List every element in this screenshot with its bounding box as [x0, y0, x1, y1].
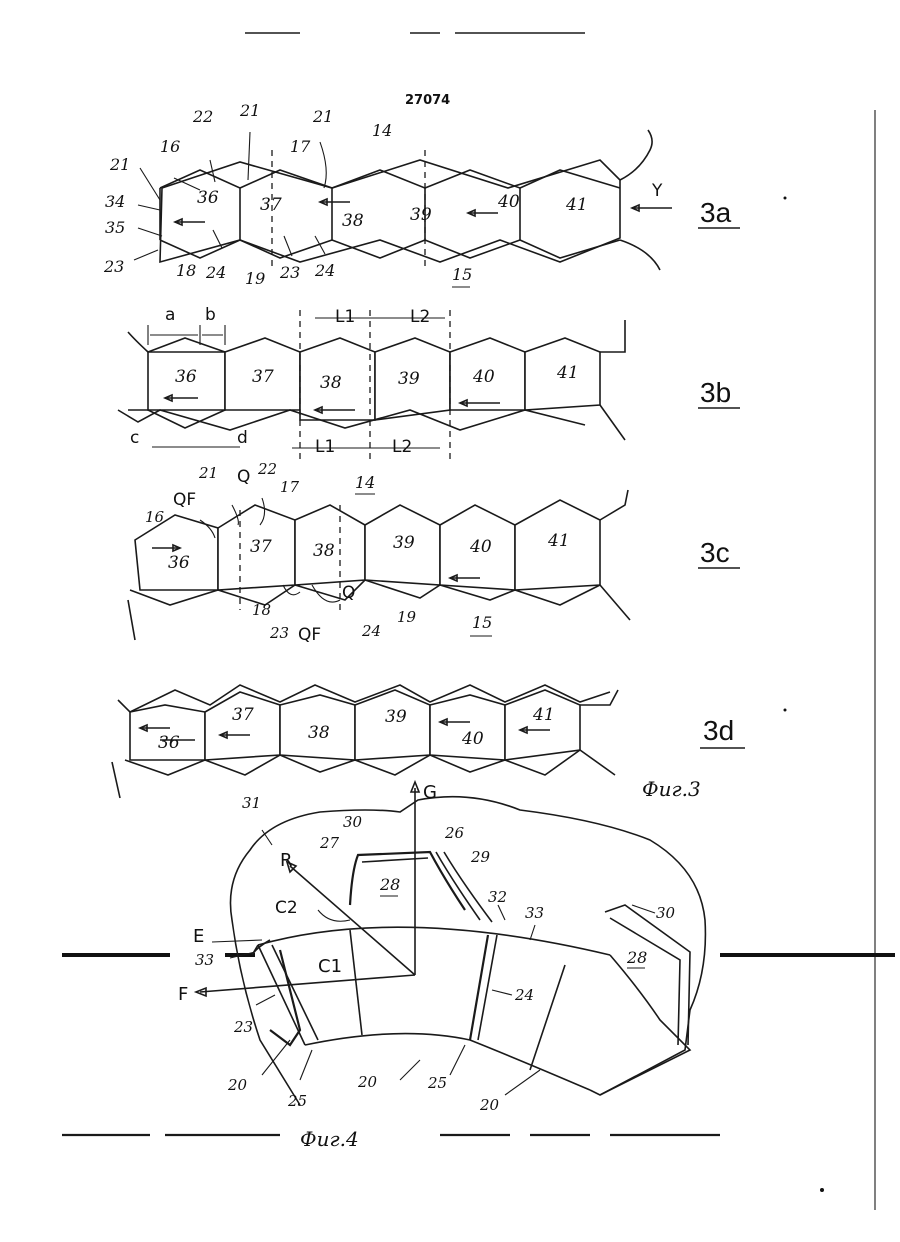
figure-4	[62, 782, 895, 1135]
block-label: 39	[393, 533, 415, 553]
ref-numeral: 23	[279, 263, 300, 282]
ref-numeral: 21	[312, 107, 333, 126]
ref-label: QF	[173, 490, 196, 510]
ref-numeral: 25	[427, 1074, 447, 1092]
block-label: 38	[342, 211, 364, 231]
axis-label-G: G	[423, 782, 437, 803]
dimension-label: L2	[410, 307, 430, 327]
block-label: 36	[168, 553, 190, 573]
ref-label: QF	[298, 625, 321, 645]
ref-numeral: 19	[245, 269, 265, 288]
block-label: 40	[461, 729, 484, 749]
ref-numeral: 17	[280, 478, 300, 496]
block-label: 37	[252, 367, 274, 387]
ref-numeral: 15	[452, 265, 472, 284]
ref-numeral: 24	[314, 261, 335, 280]
block-label: 39	[398, 369, 420, 389]
dimension-label: a	[165, 305, 175, 325]
ref-numeral: 26	[444, 824, 465, 842]
block-label: 41	[547, 531, 570, 551]
ref-numeral: 28	[379, 875, 400, 894]
figure-label-3b: 3b	[700, 377, 731, 408]
block-label: 41	[532, 705, 555, 725]
block-label: 38	[313, 541, 335, 561]
block-label: 37	[232, 705, 254, 725]
axis-label-R: R	[280, 850, 293, 871]
ref-numeral: 16	[160, 137, 180, 156]
figure-label-3c: 3c	[700, 537, 730, 568]
ref-numeral: 29	[470, 848, 491, 866]
direction-label: Y	[651, 181, 663, 201]
ref-numeral: 33	[525, 904, 544, 922]
dimension-label: L1	[315, 437, 335, 457]
dimension-label: b	[205, 305, 216, 325]
ref-numeral: 21	[109, 155, 130, 174]
block-label: 36	[197, 188, 219, 208]
ref-numeral: 27	[319, 834, 340, 852]
ref-numeral: 23	[269, 624, 289, 642]
ref-numeral: 20	[357, 1073, 378, 1091]
ref-numeral: 23	[233, 1018, 253, 1036]
ref-numeral: 23	[103, 257, 124, 276]
block-label: 38	[320, 373, 342, 393]
ref-numeral: 21	[198, 464, 218, 482]
block-label: 41	[565, 195, 588, 215]
ref-numeral: 34	[105, 192, 125, 211]
block-label: 40	[472, 367, 495, 387]
block-label: 41	[556, 363, 579, 383]
figure-caption-4: Фиг.4	[300, 1127, 359, 1151]
figure-4-labels: G 31 30 27 26 29 R 28 C2 32 33 30 E C1 2…	[178, 782, 676, 1151]
block-label: 37	[260, 195, 282, 215]
ref-numeral: 25	[287, 1092, 307, 1110]
ref-numeral: 33	[195, 951, 214, 969]
ref-numeral: 28	[626, 948, 647, 967]
ref-numeral: 30	[343, 813, 363, 831]
ref-numeral: 24	[205, 263, 226, 282]
ref-numeral: 14	[372, 121, 392, 140]
ref-numeral: 24	[361, 622, 381, 640]
ref-numeral: 20	[227, 1076, 248, 1094]
sheet-number: 27074	[405, 93, 450, 108]
ref-numeral: 22	[257, 460, 277, 478]
block-label: 36	[175, 367, 197, 387]
ref-numeral: 24	[514, 986, 534, 1004]
ref-numeral: 22	[192, 107, 213, 126]
dimension-label: d	[237, 428, 248, 448]
ref-numeral: 19	[397, 608, 417, 626]
ref-numeral: 14	[355, 473, 375, 492]
ref-numeral: 20	[479, 1096, 500, 1114]
ref-label: Q	[342, 583, 355, 603]
dimension-label: L2	[392, 437, 412, 457]
ref-label: E	[193, 926, 204, 947]
ref-numeral: 18	[176, 261, 196, 280]
block-label: 37	[250, 537, 272, 557]
ref-numeral: 21	[239, 101, 260, 120]
block-label: 38	[308, 723, 330, 743]
dimension-label: c	[130, 428, 139, 448]
ref-label: C2	[275, 898, 298, 918]
figure-3c	[128, 490, 630, 640]
ref-numeral: 17	[290, 137, 311, 156]
block-label: 40	[497, 192, 520, 212]
block-label: 40	[469, 537, 492, 557]
figure-label-3d: 3d	[703, 715, 734, 746]
ref-numeral: 31	[242, 794, 261, 812]
ref-numeral: 16	[145, 508, 165, 526]
figure-caption-3: Фиг.3	[642, 777, 701, 801]
ref-label: Q	[237, 467, 250, 487]
figure-label-3a: 3a	[700, 197, 732, 228]
ref-numeral: 15	[472, 613, 492, 632]
ref-numeral: 18	[252, 601, 271, 619]
axis-label-F: F	[178, 984, 188, 1005]
dimension-label: L1	[335, 307, 355, 327]
block-label: 36	[158, 733, 180, 753]
block-label: 39	[385, 707, 407, 727]
block-label: 39	[410, 205, 432, 225]
ref-label: C1	[318, 956, 342, 977]
figure-3d	[112, 685, 618, 798]
ref-numeral: 35	[105, 218, 125, 237]
ref-numeral: 30	[656, 904, 676, 922]
ref-numeral: 32	[488, 888, 507, 906]
